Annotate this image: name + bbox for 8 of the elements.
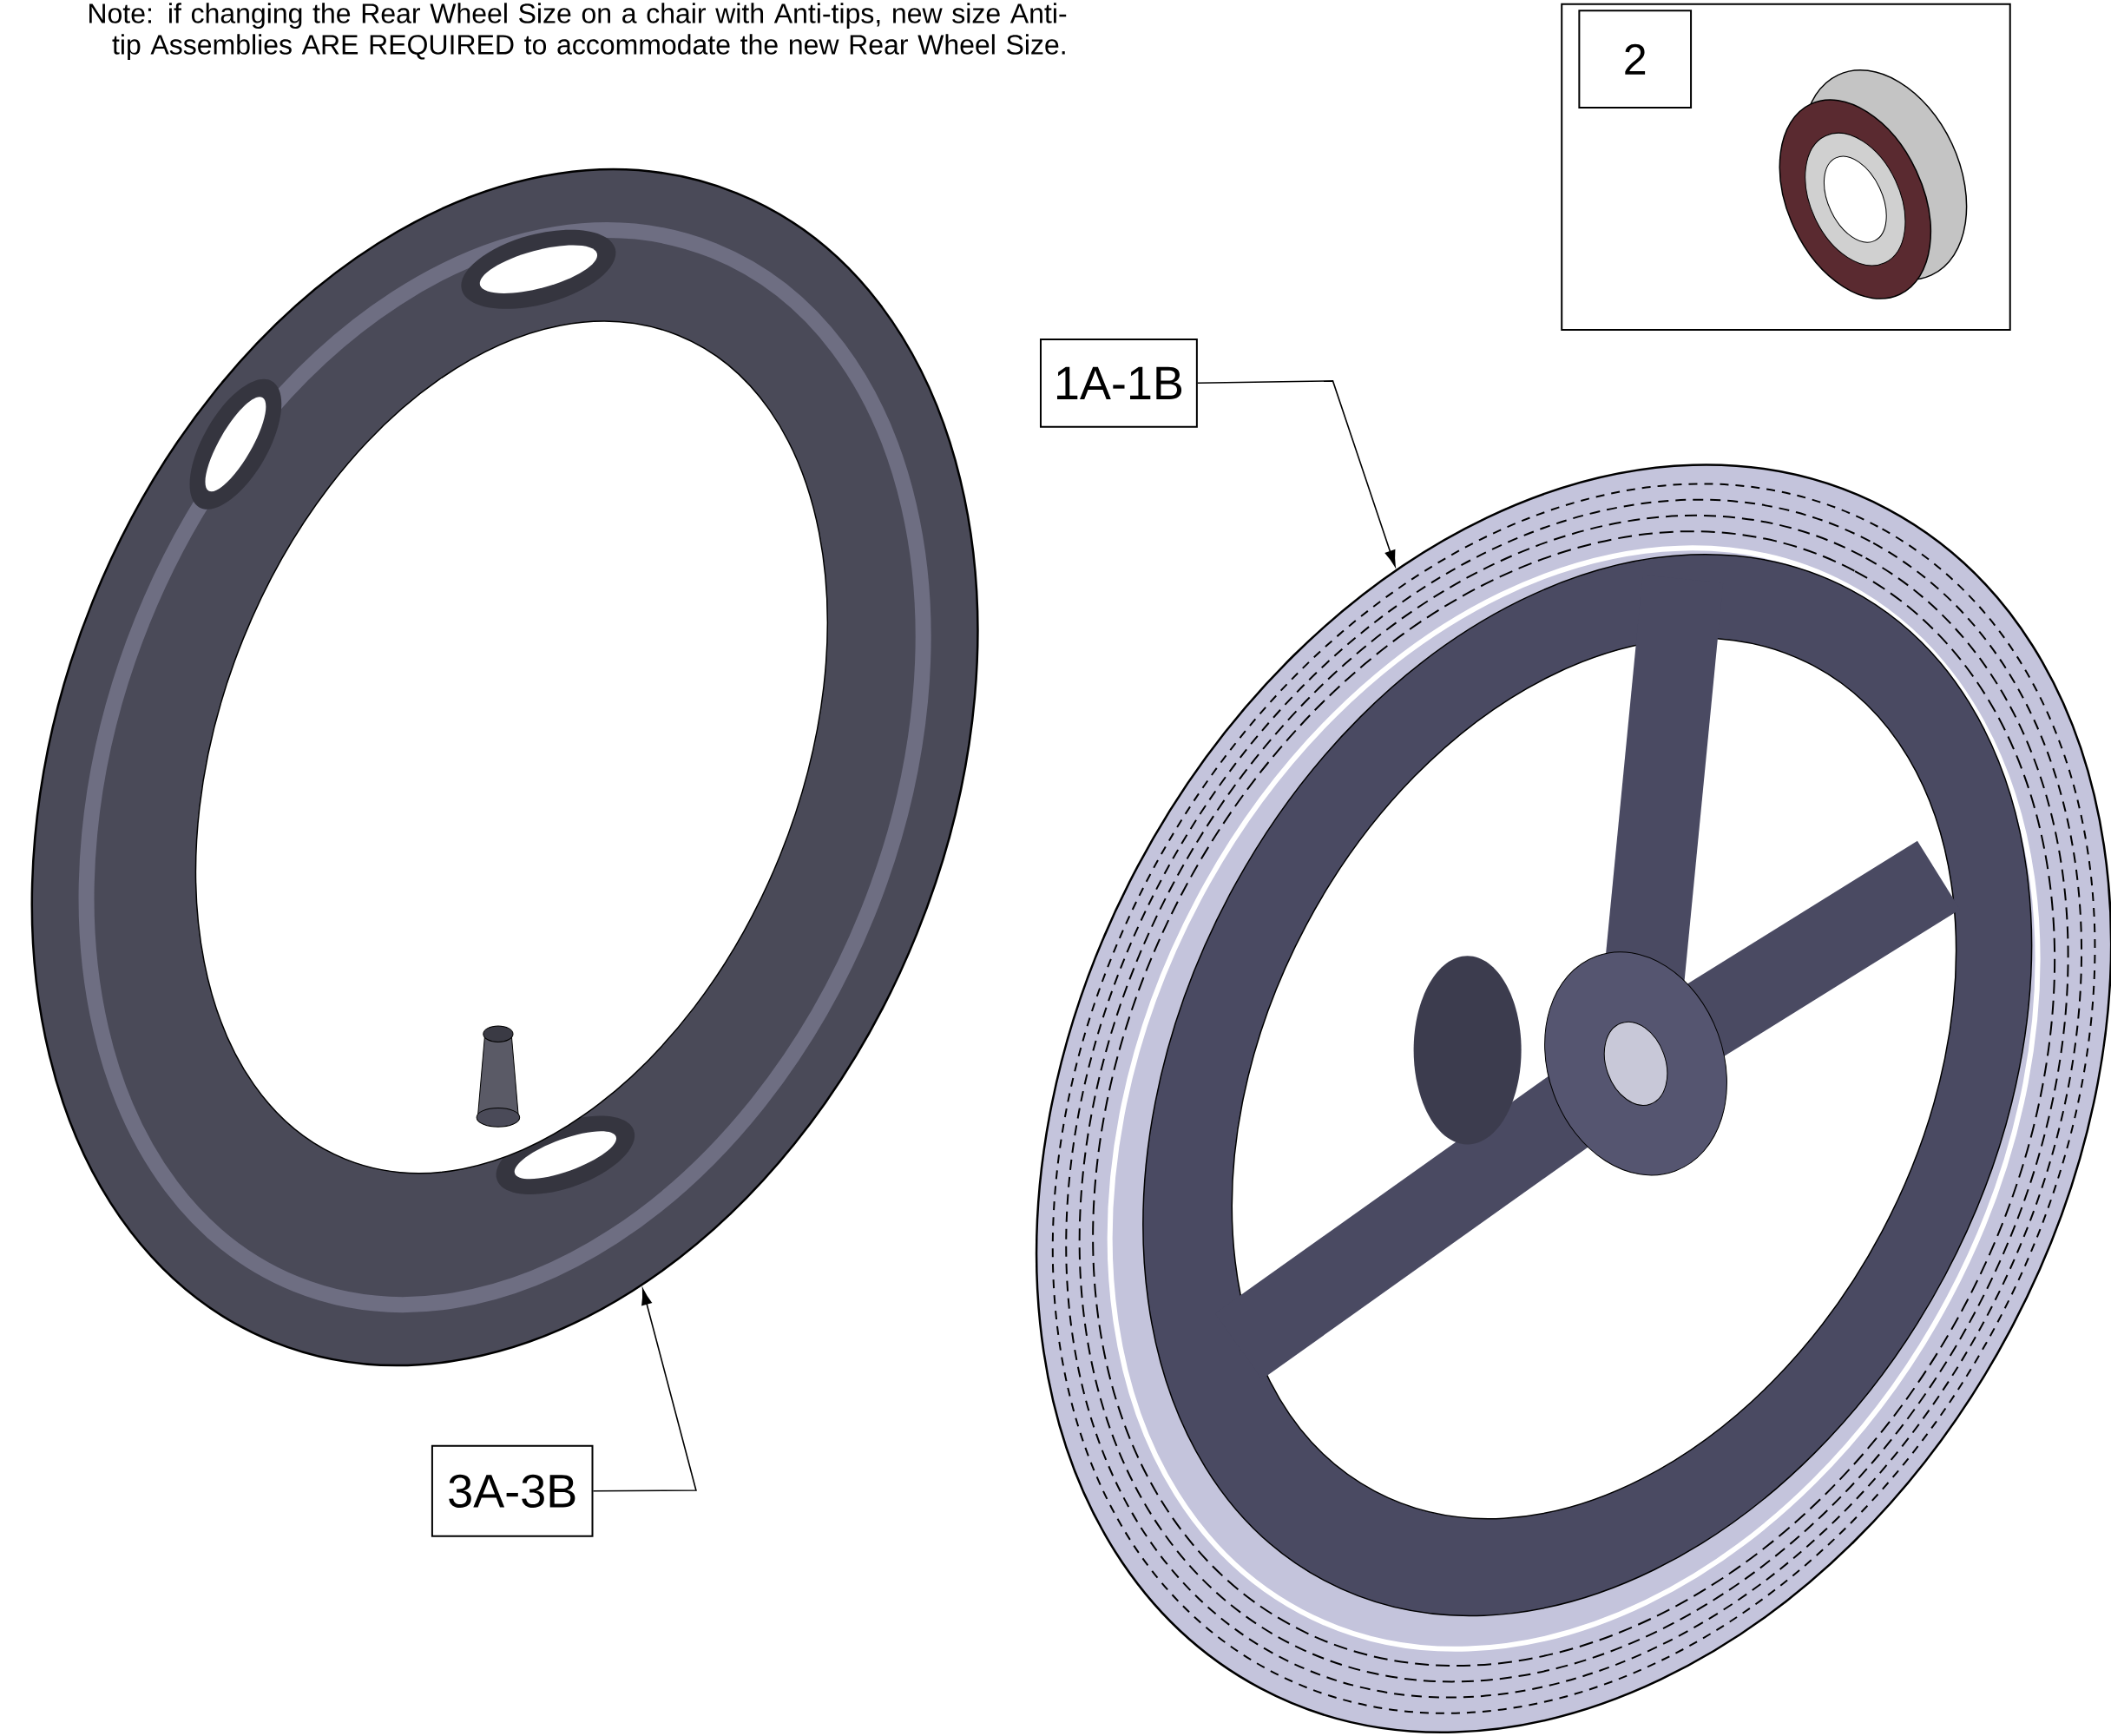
note-text: Note: if changing the Rear Wheel Size on a chair with Anti-tips, new size Anti-tip Assemblies ARE REQUIRED to accommodate the new Rear Wheel Size. <box>89 3 1067 61</box>
inner-tube-drawing <box>30 168 979 1367</box>
callout-box: 2 <box>1578 10 1693 109</box>
callout-box: 3A-3B <box>431 1444 594 1537</box>
callout-box: 1A-1B <box>1039 338 1198 428</box>
leader-line <box>592 1288 697 1492</box>
leader-line <box>1197 380 1396 567</box>
wheel-drawing <box>1036 464 2111 1733</box>
